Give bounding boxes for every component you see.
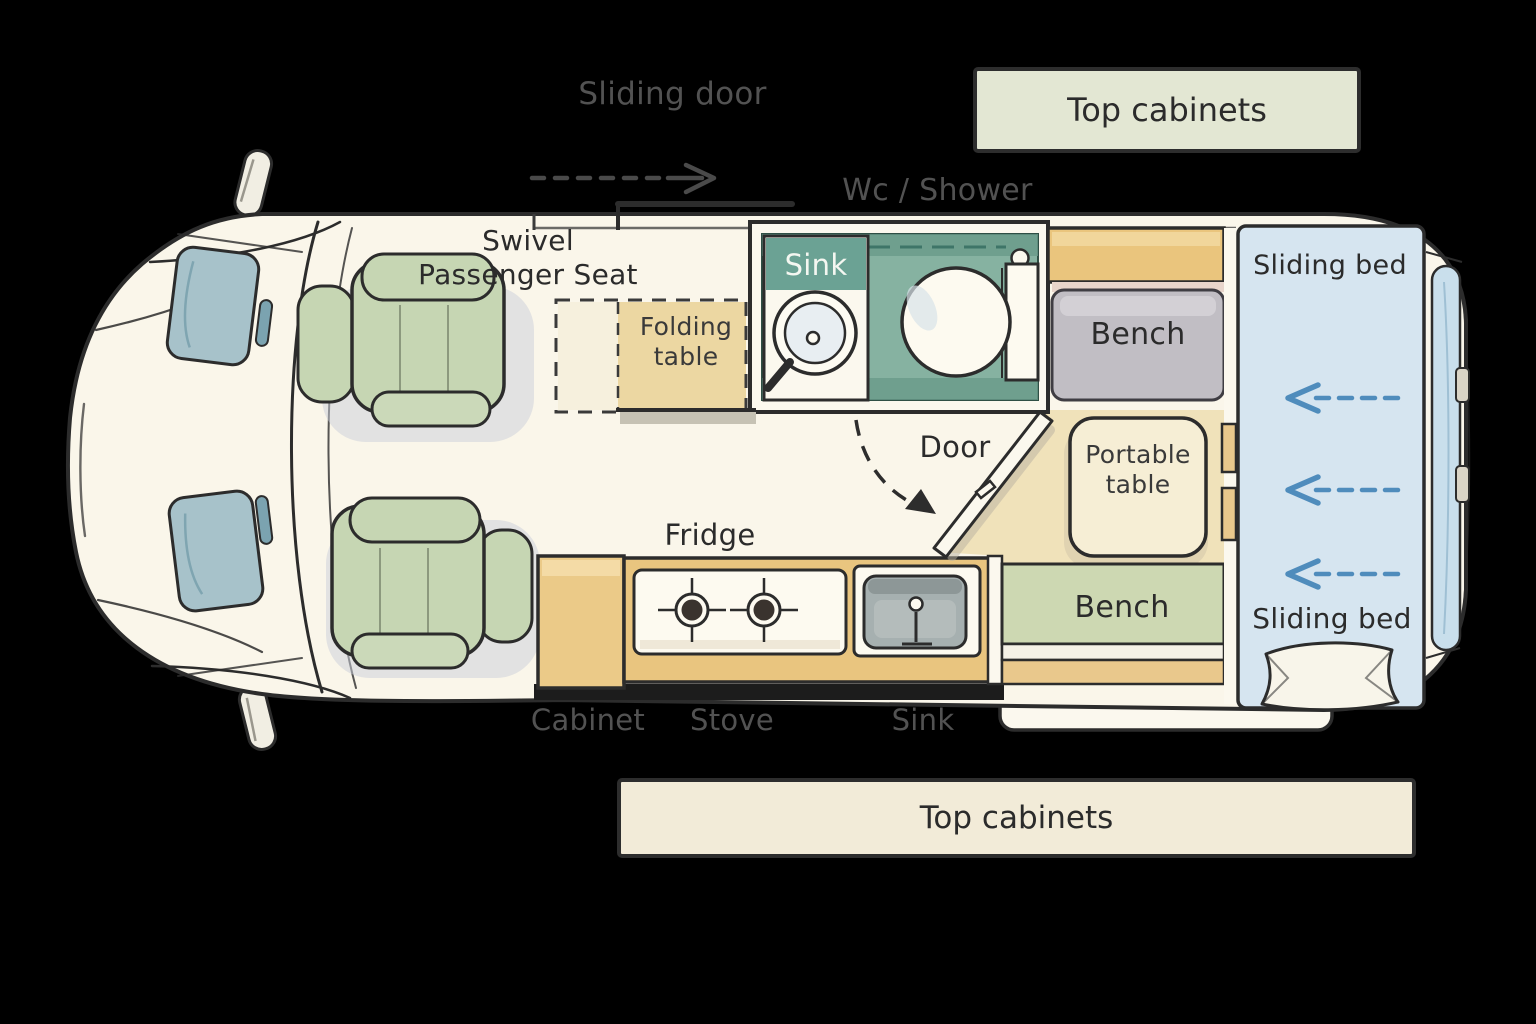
bed-slide-arrow-icon	[1285, 382, 1401, 414]
top-cabinets-box-top: Top cabinets	[973, 67, 1361, 153]
bed-slide-arrow-icon	[1285, 474, 1401, 506]
toilet-icon	[900, 262, 1040, 382]
pillow-icon	[1260, 641, 1400, 712]
top-cabinets-box-bottom: Top cabinets	[617, 778, 1416, 858]
kitchen-block	[536, 554, 996, 690]
door-swing-arc	[854, 419, 919, 508]
rear-doors	[1425, 251, 1471, 659]
stove-panel	[632, 568, 848, 656]
stove-burner-icon	[730, 578, 798, 642]
top-cabinets-top-label: Top cabinets	[1067, 91, 1267, 129]
quarter-vent-windows	[254, 299, 274, 545]
rear-door-handle	[1455, 367, 1470, 403]
swivel-passenger-seat	[296, 252, 534, 442]
cab-window-top	[165, 245, 261, 367]
portable-table-block	[1064, 416, 1208, 568]
cab-window-bottom	[167, 489, 265, 613]
wc-shower-room	[748, 220, 1050, 414]
door-handle-icon	[974, 479, 997, 500]
wing-mirror-top-icon	[233, 149, 274, 218]
dinette-top-cabinet	[1046, 226, 1226, 284]
stove-burner-icon	[658, 578, 726, 642]
folding-table-block	[554, 298, 756, 424]
kitchen-wall-shadow	[534, 684, 1004, 700]
wc-sink-bowl-icon	[764, 290, 858, 392]
divider-notches	[1220, 422, 1238, 542]
wc-sink-label-box	[766, 238, 866, 290]
sliding-door-arrow-icon	[529, 162, 717, 195]
driver-seat	[326, 496, 540, 678]
bench-top-block	[1050, 282, 1226, 402]
bench-bottom-block	[1000, 562, 1226, 686]
bathroom-door	[854, 410, 1055, 561]
bed-slide-arrow-icon	[1285, 558, 1401, 590]
sliding-bed-block	[1236, 224, 1426, 712]
rear-door-handle	[1455, 465, 1470, 503]
kitchen-cabinet	[536, 554, 626, 690]
kitchen-faucet-icon	[902, 596, 932, 646]
bench-wall-strip	[986, 554, 1004, 686]
top-cabinets-bottom-label: Top cabinets	[919, 800, 1114, 836]
